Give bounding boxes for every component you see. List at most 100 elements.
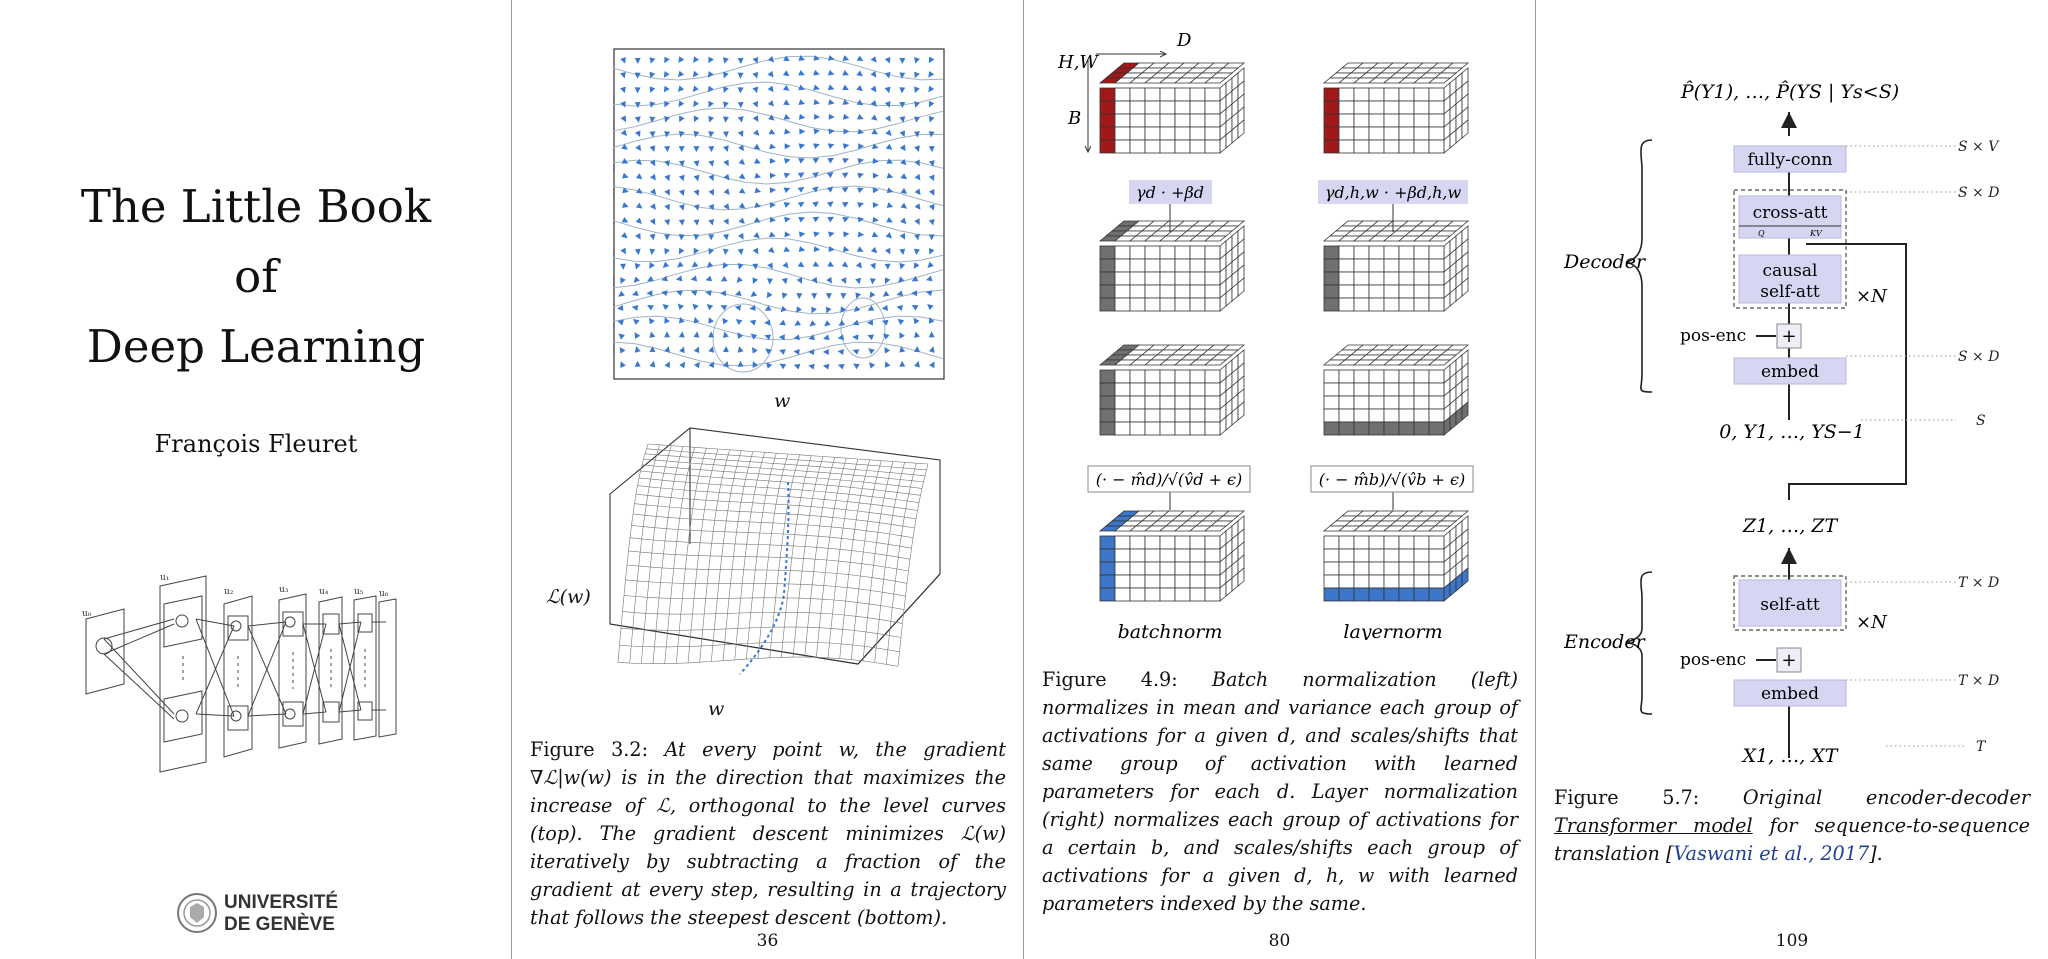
gradient-arrow: [737, 360, 744, 367]
gradient-arrow: [646, 290, 653, 297]
gradient-arrow: [647, 275, 654, 282]
gradient-arrow: [798, 246, 806, 253]
fully-conn-block: [1733, 145, 1847, 173]
gradient-arrow: [781, 277, 788, 285]
gradient-arrow: [812, 186, 819, 193]
figure-caption-5-7: Figure 5.7: Original encoder-decoder Tra…: [1554, 784, 2030, 868]
gradient-arrow: [840, 292, 847, 300]
citation-link[interactable]: Vaswani et al., 2017: [1673, 842, 1870, 865]
gradient-arrow: [620, 361, 626, 368]
gradient-arrow: [914, 101, 920, 108]
gradient-arrow: [867, 305, 875, 311]
gradient-arrow: [754, 187, 762, 194]
gradient-arrow: [856, 246, 864, 252]
gradient-arrow: [842, 246, 850, 253]
encoder-input-label: X1, …, XT: [1741, 745, 1839, 767]
gradient-arrow: [780, 305, 787, 313]
gradient-arrow: [678, 56, 685, 63]
gradient-arrow: [647, 305, 654, 311]
gradient-arrow: [852, 319, 860, 326]
gradient-arrow: [826, 306, 832, 314]
gradient-arrow: [620, 71, 626, 79]
embed-block-dec: [1733, 357, 1847, 385]
gradient-arrow: [928, 100, 935, 108]
gradient-arrow: [911, 275, 919, 282]
gradient-arrow: [783, 187, 791, 194]
gradient-arrow: [899, 102, 906, 109]
gradient-arrow: [914, 248, 920, 256]
gradient-arrow: [635, 217, 642, 225]
gradient-arrow: [827, 143, 835, 150]
gradient-arrow: [734, 290, 742, 297]
gradient-arrow: [886, 158, 893, 164]
transformer-model-link[interactable]: Transformer model: [1554, 814, 1753, 837]
gradient-arrow: [649, 173, 656, 181]
caption-prefix: Figure 5.7:: [1554, 786, 1700, 809]
gradient-arrow: [899, 262, 906, 270]
gradient-arrow: [857, 231, 865, 238]
gradient-arrow: [812, 157, 820, 164]
gradient-arrow: [840, 306, 847, 313]
gradient-arrow: [857, 128, 865, 135]
gradient-arrow: [837, 334, 844, 341]
gradient-arrow: [693, 219, 700, 226]
gradient-arrow: [881, 319, 889, 326]
gradient-arrow: [811, 293, 818, 300]
gradient-arrow: [617, 319, 624, 326]
gradient-arrow: [752, 247, 759, 255]
gradient-arrow: [884, 263, 891, 270]
gradient-arrow: [631, 290, 639, 297]
ln-input-cube: [1322, 510, 1470, 602]
gradient-arrow: [869, 291, 876, 299]
gradient-arrow: [797, 186, 805, 193]
gradient-arrow: [841, 201, 849, 208]
gradient-arrow: [664, 56, 670, 64]
level-curve: [613, 263, 944, 289]
gradient-arrow: [622, 187, 629, 194]
gradient-arrow: [783, 114, 791, 120]
ln-affine-text: γd,h,w · +βd,h,w: [1325, 183, 1462, 202]
gradient-arrow: [782, 84, 790, 91]
gradient-arrow: [828, 55, 835, 61]
gradient-arrow: [827, 216, 835, 223]
level-curve: [712, 303, 774, 373]
gradient-arrow: [650, 188, 657, 196]
gradient-arrow: [723, 101, 729, 108]
gradient-arrow: [899, 144, 906, 152]
gradient-arrow: [928, 317, 935, 324]
gradient-arrow: [928, 331, 935, 338]
gradient-arrow: [693, 247, 700, 255]
gradient-arrow: [738, 144, 745, 152]
gradient-arrow: [928, 174, 935, 182]
gradient-arrow: [885, 129, 892, 137]
title-line-1: The Little Book: [80, 180, 432, 233]
gradient-arrow: [824, 320, 831, 327]
gradient-arrow: [693, 130, 700, 138]
page-divider: [1023, 0, 1024, 959]
page-36: w ℒ(w) w Figure 3.2: At every point w, t…: [512, 0, 1023, 959]
gradient-arrow: [752, 277, 759, 285]
title-line-2: of: [234, 250, 278, 303]
gradient-arrow: [899, 116, 906, 123]
gradient-arrow: [900, 202, 908, 209]
gradient-arrow: [796, 306, 802, 313]
caption-prefix: Figure 3.2:: [530, 738, 649, 761]
loss-surface-plot: [609, 427, 941, 675]
mesh-line: [643, 458, 924, 483]
gradient-arrow: [649, 101, 656, 108]
gradient-field-plot: [613, 48, 945, 380]
gradient-arrow: [720, 305, 728, 311]
gradient-arrow: [812, 201, 819, 208]
gradient-arrow: [708, 56, 714, 64]
gradient-arrow: [779, 349, 786, 355]
dim-d-label: D: [1176, 30, 1192, 51]
gradient-arrow: [737, 346, 744, 353]
gradient-arrow: [708, 234, 715, 241]
gradient-arrow: [707, 85, 714, 93]
gradient-arrow: [914, 145, 920, 152]
gradient-arrow: [649, 248, 656, 256]
gradient-arrow: [897, 318, 905, 325]
gradient-arrow: [808, 334, 815, 341]
book-title: The Little Book of Deep Learning: [0, 172, 512, 382]
level-curve: [840, 297, 886, 359]
